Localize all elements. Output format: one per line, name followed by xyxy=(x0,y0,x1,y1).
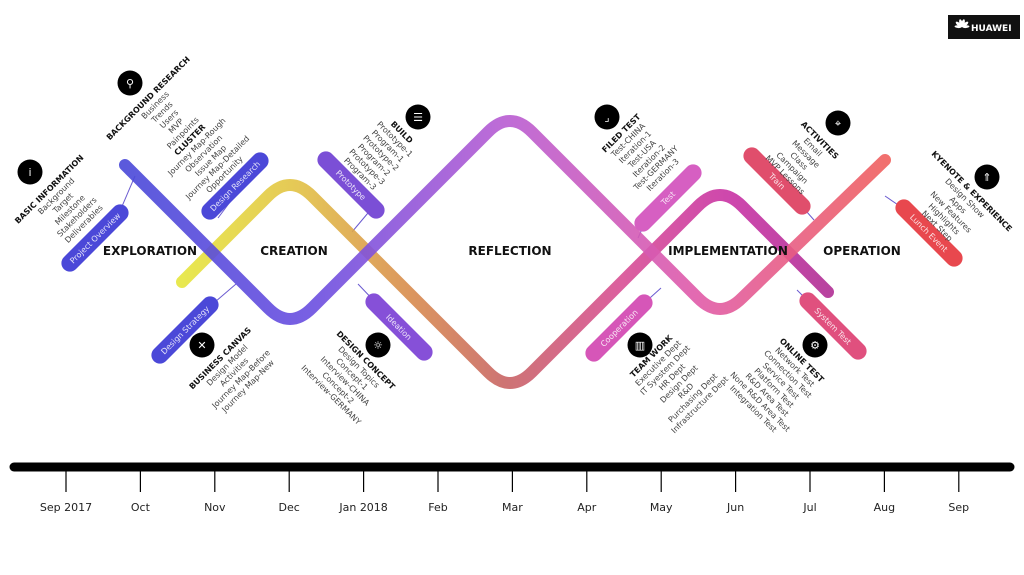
tag-pill xyxy=(201,152,269,220)
timeline-label: Jan 2018 xyxy=(338,501,387,514)
stage-label-operation: OPERATION xyxy=(823,244,901,258)
path-line-primary xyxy=(119,115,891,325)
tag-pill xyxy=(151,296,219,364)
timeline-label: Oct xyxy=(131,501,151,514)
timeline-label: Aug xyxy=(874,501,895,514)
huawei-logo: HUAWEI xyxy=(948,15,1020,39)
timeline-label: Sep 2017 xyxy=(40,501,92,514)
timeline-label: Dec xyxy=(279,501,300,514)
svg-text:▥: ▥ xyxy=(635,339,645,352)
timeline-label: Feb xyxy=(428,501,447,514)
stage-label-reflection: REFLECTION xyxy=(468,244,551,258)
brand-name: HUAWEI xyxy=(971,24,1012,34)
build-icon: ☰ xyxy=(405,104,431,130)
timeline-label: Sep xyxy=(948,501,969,514)
stage-label-implementation: IMPLEMENTATION xyxy=(668,244,788,258)
flower-icon xyxy=(954,19,970,29)
tag-pill xyxy=(317,151,385,219)
svg-text:⌖: ⌖ xyxy=(835,117,841,130)
svg-text:✕: ✕ xyxy=(197,339,206,352)
tag-pill xyxy=(585,294,653,362)
timeline-label: Nov xyxy=(204,501,226,514)
search-icon: ⚲ xyxy=(117,70,143,96)
rocket-icon: ⇑ xyxy=(974,164,1000,190)
tag-pill xyxy=(61,204,129,272)
tag-test[interactable]: Test xyxy=(631,161,705,235)
tag-pill xyxy=(799,292,867,360)
svg-text:⇑: ⇑ xyxy=(982,171,991,184)
activity-icon: ⌖ xyxy=(825,110,851,136)
timeline-label: May xyxy=(650,501,673,514)
info-block-background-research: ⚲BACKGROUND RESEARCHBusinessTrendsUsersM… xyxy=(105,55,251,202)
svg-text:⚙: ⚙ xyxy=(810,339,820,352)
svg-text:i: i xyxy=(28,166,31,179)
timeline-label: Apr xyxy=(577,501,597,514)
timeline: Sep 2017 Oct Nov Dec Jan 2018 Feb Mar Apr May Jun… xyxy=(9,462,1015,514)
svg-text:⌟: ⌟ xyxy=(604,111,609,124)
team-icon: ▥ xyxy=(627,332,653,358)
svg-text:☼: ☼ xyxy=(373,339,383,352)
stage-label-creation: CREATION xyxy=(260,244,328,258)
corner-icon: ⌟ xyxy=(594,104,620,130)
info-icon: i xyxy=(17,159,43,185)
tag-pill xyxy=(743,147,811,215)
svg-text:⚲: ⚲ xyxy=(126,77,134,90)
path-line-secondary xyxy=(176,179,834,389)
svg-text:☰: ☰ xyxy=(413,111,423,124)
timeline-label: Mar xyxy=(502,501,523,514)
network-icon: ⚙ xyxy=(802,332,828,358)
stage-label-exploration: EXPLORATION xyxy=(103,244,197,258)
tag-train[interactable]: Train xyxy=(740,144,814,218)
tag-pill xyxy=(634,164,702,232)
tag-design-strategy[interactable]: Design Strategy xyxy=(148,293,222,367)
tag-pill xyxy=(895,199,963,267)
timeline-label: Jul xyxy=(802,501,816,514)
timeline-label: Jun xyxy=(726,501,744,514)
lightbulb-icon: ☼ xyxy=(365,332,391,358)
tag-pill xyxy=(365,293,433,361)
strategy-icon: ✕ xyxy=(189,332,215,358)
